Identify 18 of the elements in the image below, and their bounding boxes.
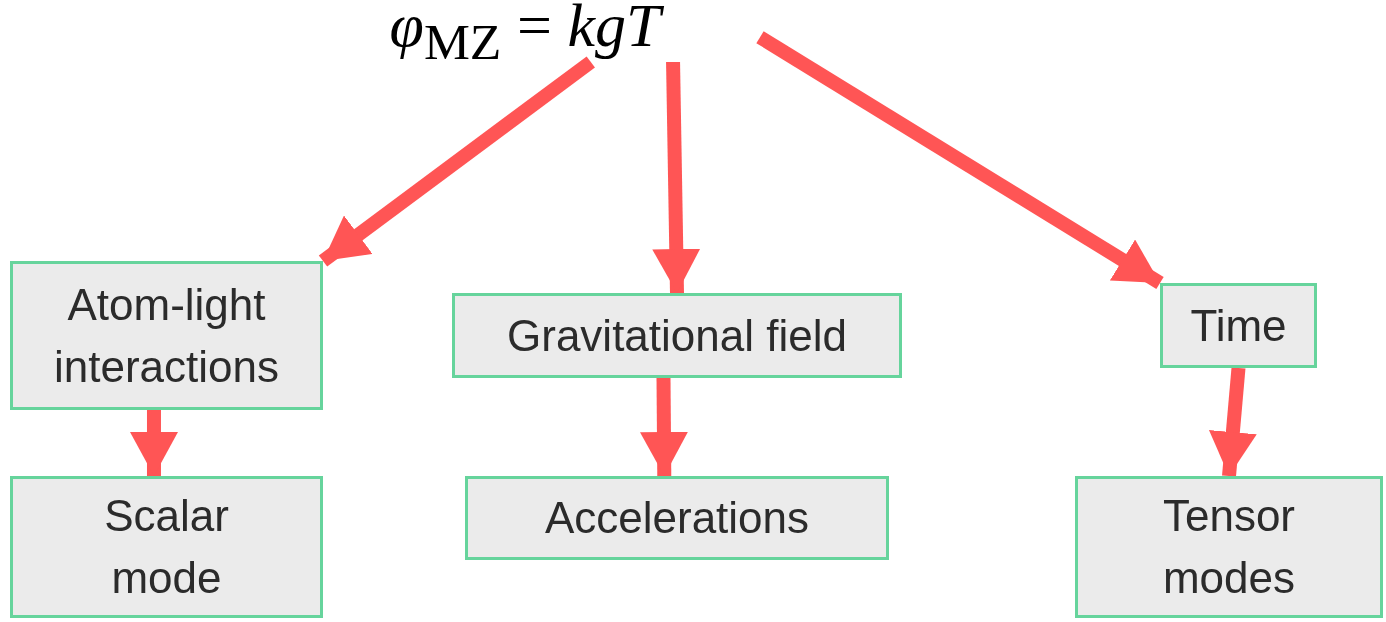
process-box xyxy=(465,476,889,560)
process-box xyxy=(10,261,323,410)
process-box xyxy=(10,476,323,618)
box-label: Time xyxy=(1190,299,1287,352)
process-box xyxy=(1075,476,1383,618)
process-box xyxy=(1160,283,1317,368)
arrow xyxy=(652,61,701,294)
box-label: Scalar mode xyxy=(103,490,230,604)
process-box xyxy=(452,293,902,378)
arrow xyxy=(318,56,595,267)
box-label: Gravitational field xyxy=(507,309,847,362)
arrow xyxy=(639,377,688,477)
arrow xyxy=(756,31,1164,289)
arrow xyxy=(1208,367,1257,477)
arrow xyxy=(130,410,178,476)
box-label: Accelerations xyxy=(544,492,810,545)
box-label: Tensor modes xyxy=(1161,490,1297,604)
box-label: Atom-light interactions xyxy=(53,278,280,393)
